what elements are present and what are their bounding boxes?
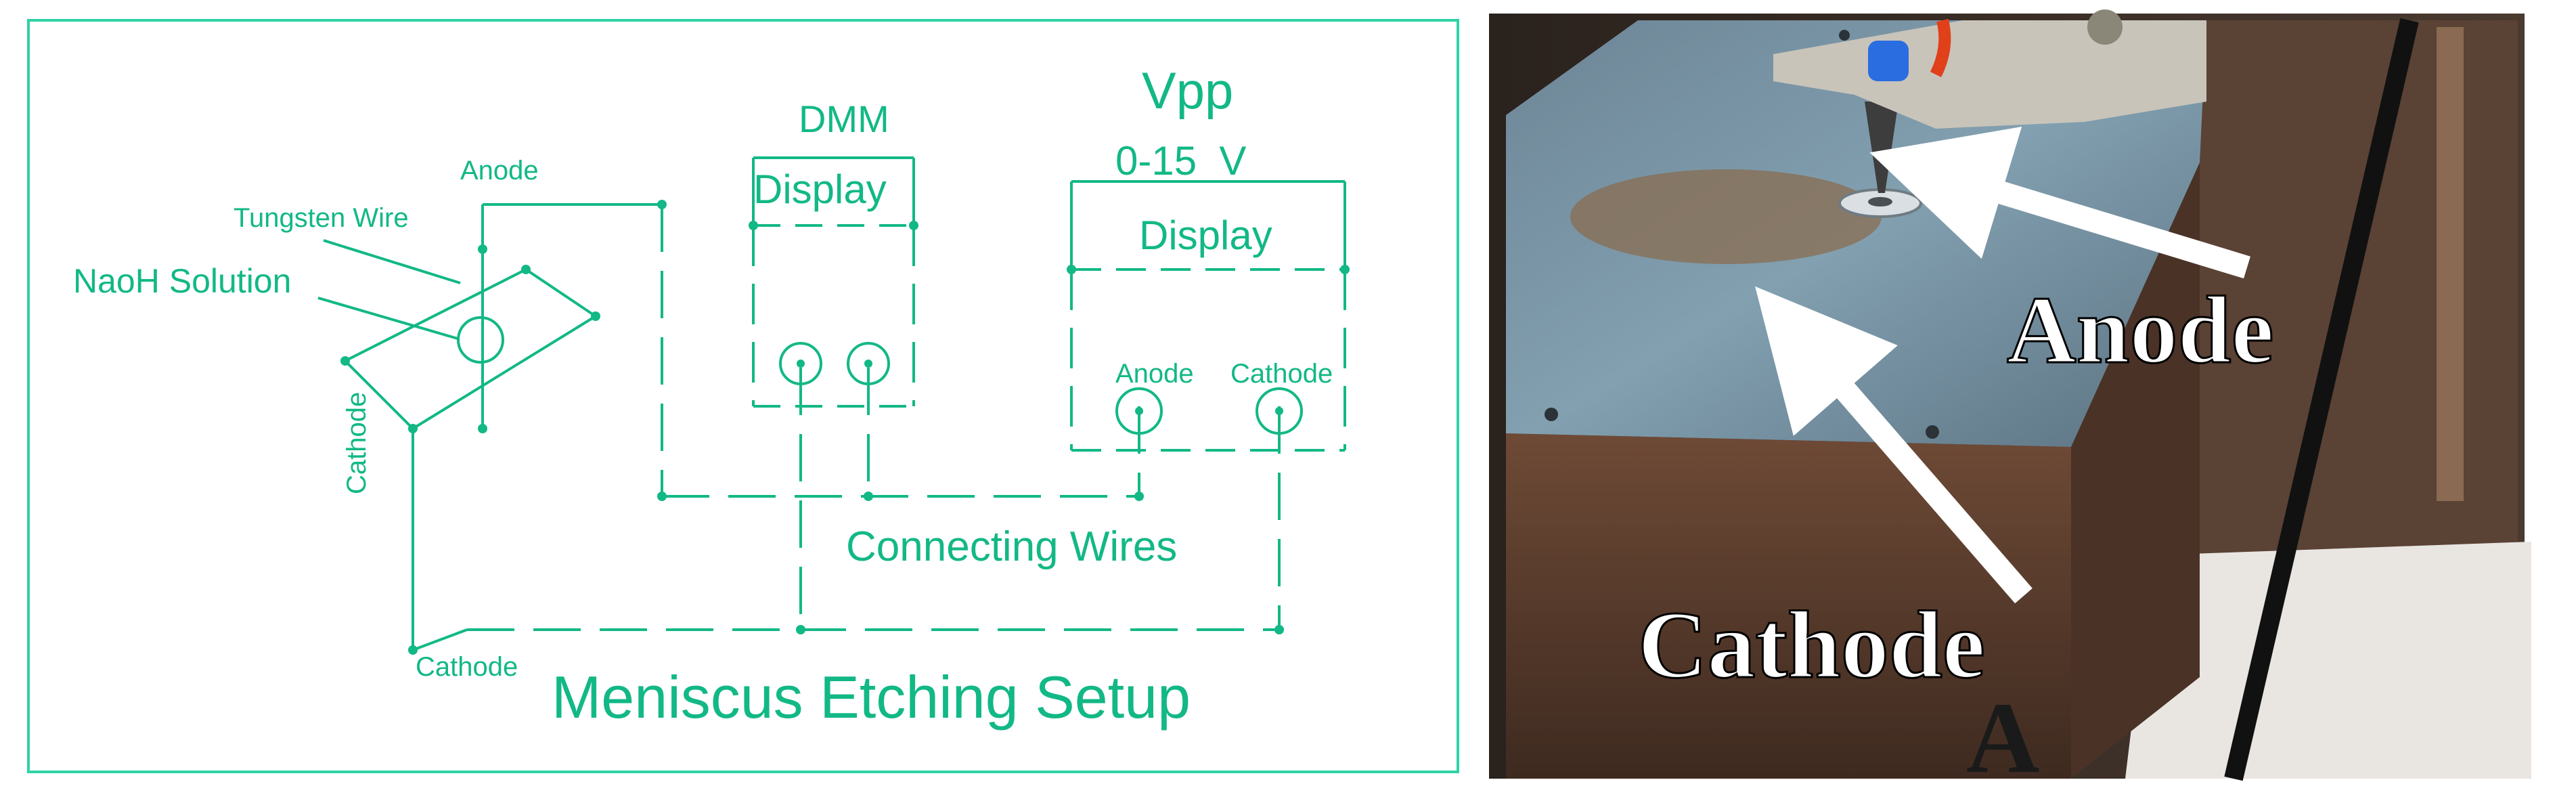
naoh-solution-label: NaoH Solution: [73, 262, 291, 300]
vpp-cathode-label: Cathode: [1230, 359, 1333, 389]
wood-post: [2437, 27, 2464, 501]
clamp-screw: [2087, 9, 2123, 45]
vpp-display-label: Display: [1139, 213, 1272, 258]
vpp-anode-label: Anode: [1115, 359, 1194, 389]
etching-cell: [342, 267, 598, 431]
dmm-label: DMM: [799, 98, 889, 140]
cathode-label-left: Cathode: [342, 392, 372, 494]
vpp-box: [1070, 180, 1346, 452]
photo-arrows: [1755, 127, 2250, 604]
vpp-label: Vpp: [1142, 62, 1233, 120]
wooden-block-side: [2071, 163, 2200, 779]
anode-label-top: Anode: [460, 156, 539, 186]
photo-panel-letter: A: [1966, 682, 2039, 794]
blue-connector: [1868, 41, 1909, 81]
schematic-labels: Anode Tungsten Wire NaoH Solution Cathod…: [73, 62, 1333, 731]
dmm-box: [752, 156, 915, 408]
washer-hole: [1868, 197, 1892, 207]
schematic-panel: Anode Tungsten Wire NaoH Solution Cathod…: [27, 19, 1459, 773]
schematic-frame: [27, 19, 1459, 773]
dmm-display-label: Display: [753, 167, 887, 212]
anode-arrow: [1869, 127, 2250, 279]
photo-anode-label: Anode: [2007, 276, 2274, 383]
screws: [1545, 30, 1939, 439]
wooden-block: [1506, 433, 2071, 779]
photo-panel: Anode Cathode A: [1489, 9, 2531, 794]
photo-cathode-label: Cathode: [1638, 591, 1985, 698]
vpp-range-label: 0-15 V: [1115, 138, 1246, 183]
connecting-wires-label: Connecting Wires: [846, 523, 1177, 570]
black-rod: [2224, 18, 2419, 781]
diagram-title: Meniscus Etching Setup: [552, 664, 1191, 731]
stain-mark: [1570, 169, 1882, 264]
cathode-label-bottom: Cathode: [416, 652, 518, 682]
cathode-arrow: [1755, 286, 2033, 604]
white-board: [2125, 542, 2531, 779]
naoh-solution-circle: [457, 316, 504, 364]
junction-dots: [340, 200, 1350, 655]
schematic-lines: [317, 156, 1346, 651]
red-wire: [1930, 18, 1951, 78]
tungsten-wire-label: Tungsten Wire: [234, 203, 409, 233]
